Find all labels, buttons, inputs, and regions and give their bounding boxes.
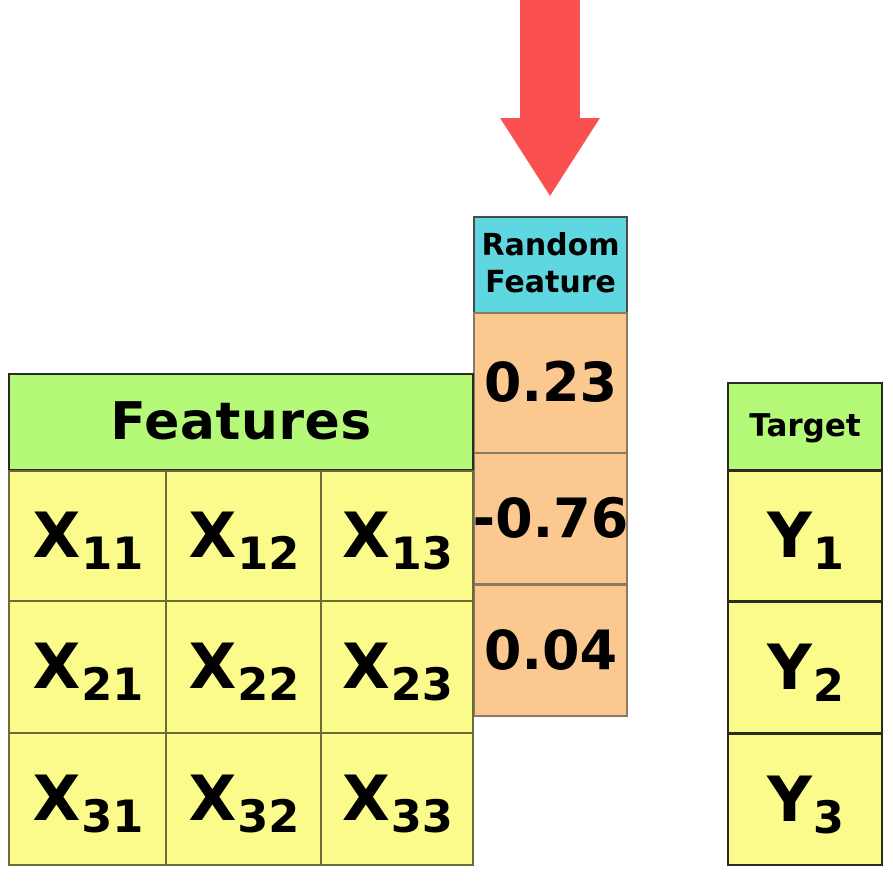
target-symbol: Y1: [767, 505, 844, 577]
feature-symbol: X31: [33, 768, 144, 840]
feature-symbol-sub: 11: [81, 528, 144, 581]
feature-cell-3-1: X31: [8, 732, 167, 866]
feature-cell-1-3: X13: [320, 470, 474, 602]
feature-cell-2-2: X22: [165, 600, 322, 734]
feature-symbol-sub: 33: [390, 791, 453, 844]
feature-symbol: X13: [342, 505, 453, 577]
feature-symbol-sub: 13: [390, 528, 453, 581]
feature-cell-1-1: X11: [8, 470, 167, 602]
feature-symbol-base: X: [188, 630, 237, 703]
target-symbol-sub: 1: [812, 528, 844, 581]
feature-symbol-base: X: [188, 499, 237, 572]
feature-symbol-base: X: [32, 499, 81, 572]
random-feature-header-line2: Feature: [485, 265, 616, 300]
feature-symbol: X32: [189, 768, 300, 840]
feature-symbol-sub: 21: [81, 659, 144, 712]
target-symbol: Y3: [767, 768, 844, 840]
feature-symbol-base: X: [342, 499, 390, 572]
feature-symbol-sub: 12: [237, 528, 300, 581]
random-feature-value-3: 0.04: [473, 584, 628, 717]
feature-symbol: X11: [33, 505, 144, 577]
feature-symbol: X22: [189, 636, 300, 708]
random-feature-header: Random Feature: [473, 216, 628, 314]
feature-symbol-sub: 32: [237, 791, 300, 844]
random-feature-header-line1: Random: [481, 228, 620, 264]
feature-symbol-base: X: [342, 762, 390, 835]
feature-symbol: X23: [342, 636, 453, 708]
random-feature-value-2: -0.76: [473, 452, 628, 585]
feature-cell-2-3: X23: [320, 600, 474, 734]
target-cell-1: Y1: [727, 470, 883, 602]
feature-symbol-base: X: [188, 762, 237, 835]
feature-symbol: X21: [33, 636, 144, 708]
feature-symbol: X12: [189, 505, 300, 577]
target-symbol: Y2: [767, 636, 844, 708]
feature-symbol-base: X: [32, 630, 81, 703]
feature-cell-1-2: X12: [165, 470, 322, 602]
target-symbol-sub: 2: [812, 659, 844, 712]
target-header: Target: [727, 382, 883, 471]
target-symbol-base: Y: [767, 499, 812, 572]
features-header: Features: [8, 373, 474, 471]
target-symbol-sub: 3: [812, 791, 844, 844]
target-symbol-base: Y: [767, 630, 812, 704]
feature-cell-3-2: X32: [165, 732, 322, 866]
down-arrow-icon: [500, 0, 600, 196]
feature-cell-2-1: X21: [8, 600, 167, 734]
random-feature-value-1: 0.23: [473, 312, 628, 454]
feature-symbol-sub: 23: [390, 659, 453, 712]
feature-symbol-sub: 31: [81, 791, 144, 844]
target-cell-3: Y3: [727, 733, 883, 866]
feature-symbol-base: X: [342, 630, 390, 703]
target-symbol-base: Y: [767, 762, 812, 836]
feature-symbol-sub: 22: [237, 659, 300, 712]
feature-cell-3-3: X33: [320, 732, 474, 866]
feature-symbol-base: X: [32, 762, 81, 835]
feature-symbol: X33: [342, 768, 453, 840]
target-cell-2: Y2: [727, 601, 883, 734]
